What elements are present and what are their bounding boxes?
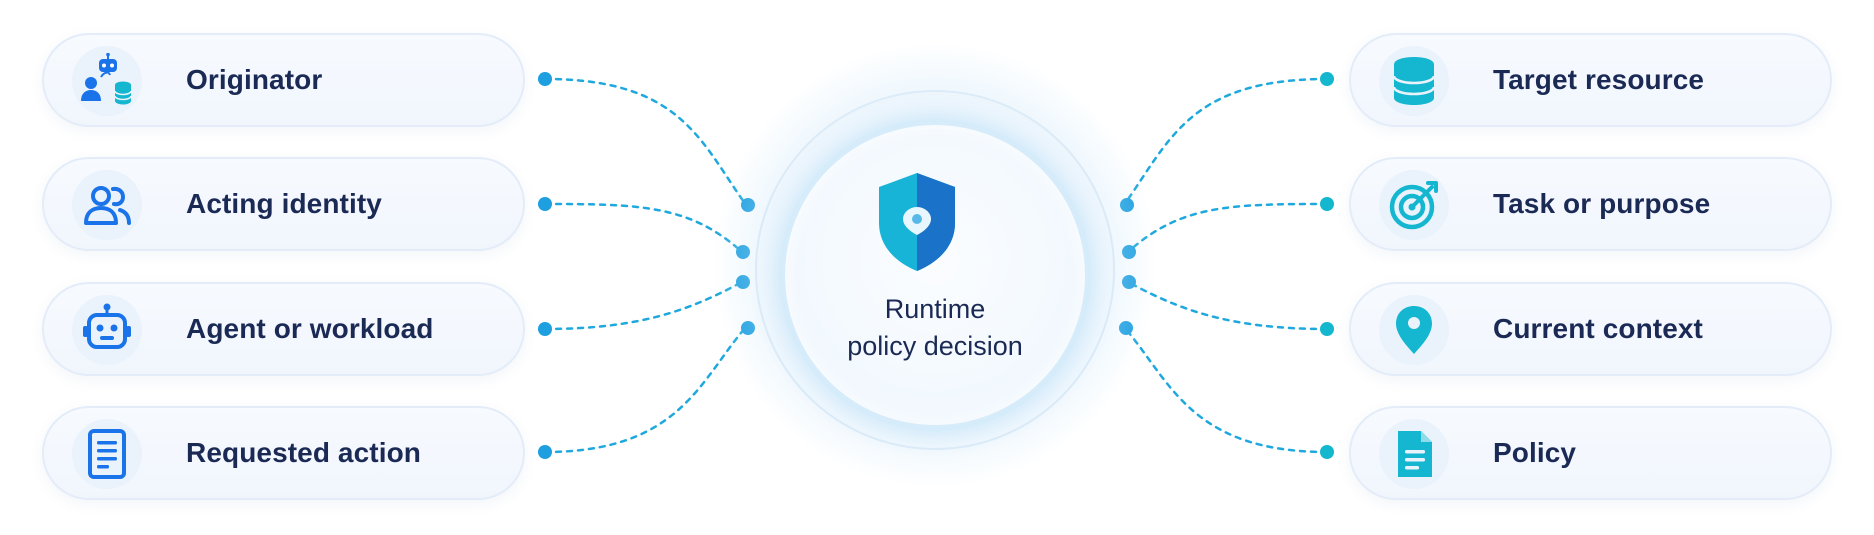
input-label: Target resource — [1493, 64, 1705, 95]
input-card-acting-identity: Acting identity — [42, 157, 525, 251]
database-icon — [1392, 57, 1436, 105]
connector-dot — [1320, 197, 1334, 211]
policy-document-icon — [1398, 431, 1432, 477]
agent-user-database-icon — [81, 53, 132, 105]
connector-dot — [741, 321, 755, 335]
connector-requested-action — [543, 325, 748, 454]
connector-dot — [538, 322, 552, 336]
connector-dot — [538, 445, 552, 459]
input-label: Requested action — [186, 437, 421, 468]
icon-badge — [72, 419, 142, 489]
connector-task-purpose — [1126, 202, 1329, 254]
connector-dot — [1320, 445, 1334, 459]
connector-dot — [1320, 322, 1334, 336]
icon-badge — [1379, 46, 1449, 116]
target-icon — [1389, 181, 1438, 230]
connector-dot — [1122, 245, 1136, 259]
document-icon — [88, 429, 126, 479]
input-card-current-context: Current context — [1349, 282, 1832, 376]
users-icon — [84, 186, 131, 225]
connector-dot — [736, 245, 750, 259]
icon-badge — [72, 295, 142, 365]
robot-icon — [83, 303, 131, 349]
input-label: Policy — [1493, 437, 1577, 468]
connector-dot — [1119, 321, 1133, 335]
connector-target-resource — [1122, 77, 1329, 207]
connector-current-context — [1126, 280, 1329, 331]
connector-originator — [543, 77, 748, 207]
shield-lock-icon — [879, 173, 955, 271]
input-label: Originator — [186, 64, 323, 95]
connector-acting-identity — [543, 202, 744, 254]
input-card-agent-workload: Agent or workload — [42, 282, 525, 376]
icon-badge — [1379, 295, 1449, 365]
input-card-originator: Originator — [42, 33, 525, 127]
input-label: Agent or workload — [186, 313, 434, 344]
connector-dot — [1320, 72, 1334, 86]
icon-badge — [72, 46, 142, 116]
connector-dot — [741, 198, 755, 212]
connector-dot — [1122, 275, 1136, 289]
input-label: Task or purpose — [1493, 188, 1711, 219]
input-card-requested-action: Requested action — [42, 406, 525, 500]
center-title-line1: Runtime — [884, 294, 986, 324]
icon-badge — [72, 170, 142, 240]
location-pin-icon — [1396, 306, 1432, 354]
input-label: Current context — [1493, 313, 1703, 344]
runtime-policy-decision-hub: Runtime policy decision — [782, 122, 1088, 428]
connector-dot — [538, 197, 552, 211]
icon-badge — [1379, 419, 1449, 489]
center-title-line2: policy decision — [847, 331, 1023, 361]
connector-agent-workload — [543, 280, 744, 331]
icon-badge — [1379, 170, 1449, 240]
connector-dot — [538, 72, 552, 86]
input-label: Acting identity — [186, 188, 382, 219]
input-card-task-purpose: Task or purpose — [1349, 157, 1832, 251]
connector-policy — [1122, 325, 1329, 454]
input-card-policy: Policy — [1349, 406, 1832, 500]
connector-dot — [736, 275, 750, 289]
input-card-target-resource: Target resource — [1349, 33, 1832, 127]
connector-dot — [1120, 198, 1134, 212]
